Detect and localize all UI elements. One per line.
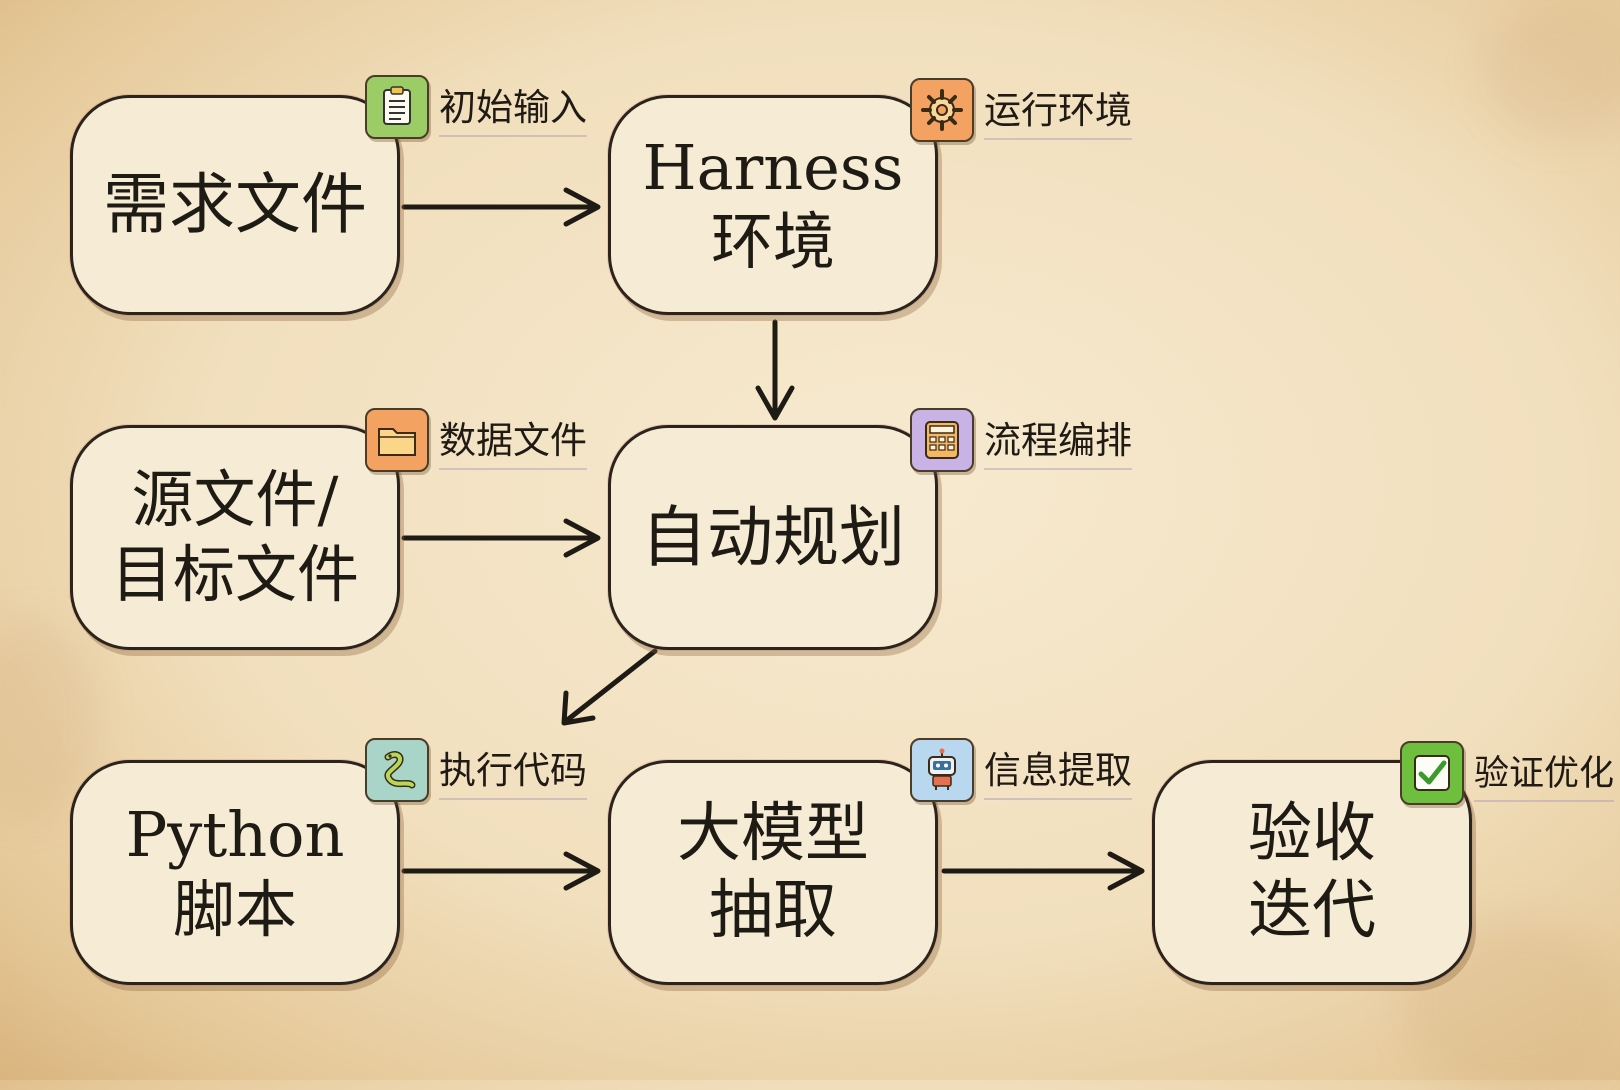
node-llm-extract: 大模型 抽取 — [608, 760, 938, 985]
arrow-python-to-llm — [401, 851, 601, 891]
tag-initial-input: 初始输入 — [365, 72, 587, 142]
paper-stain — [1480, 0, 1620, 140]
node-label: 需求文件 — [103, 166, 367, 244]
tag-execute-code: 执行代码 — [365, 735, 587, 805]
arrow-source-to-auto-plan — [401, 518, 601, 558]
gear-icon — [910, 78, 974, 142]
arrow-auto-plan-to-llm — [561, 648, 658, 726]
node-requirements: 需求文件 — [70, 95, 400, 315]
tag-label: 运行环境 — [984, 80, 1132, 140]
node-label: Python 脚本 — [125, 798, 345, 946]
checkmark-icon — [1400, 741, 1464, 805]
node-source-target: 源文件/ 目标文件 — [70, 425, 400, 650]
node-harness: Harness 环境 — [608, 95, 938, 315]
python-snake-icon — [365, 738, 429, 802]
node-label: 自动规划 — [641, 498, 905, 576]
tag-orchestration: 流程编排 — [910, 405, 1132, 475]
node-label: 大模型 抽取 — [677, 796, 869, 948]
tag-label: 信息提取 — [984, 740, 1132, 800]
arrow-harness-to-auto-plan — [755, 319, 795, 421]
tag-verify-optimize: 验证优化 — [1400, 738, 1615, 808]
clipboard-icon — [365, 75, 429, 139]
robot-icon — [910, 738, 974, 802]
folder-icon — [365, 408, 429, 472]
node-auto-plan: 自动规划 — [608, 425, 938, 650]
tag-label: 流程编排 — [984, 410, 1132, 470]
node-label: 源文件/ 目标文件 — [110, 463, 359, 611]
tag-label: 初始输入 — [439, 77, 587, 137]
calculator-icon — [910, 408, 974, 472]
node-label: 验收 迭代 — [1248, 796, 1376, 948]
tag-runtime-env: 运行环境 — [910, 75, 1132, 145]
tag-data-file: 数据文件 — [365, 405, 587, 475]
tag-info-extract: 信息提取 — [910, 735, 1132, 805]
tag-label: 执行代码 — [439, 740, 587, 800]
tag-label: 验证优化 — [1474, 745, 1615, 802]
tag-label: 数据文件 — [439, 410, 587, 470]
arrow-requirements-to-harness — [401, 187, 601, 227]
node-label: Harness 环境 — [642, 130, 904, 278]
node-python-script: Python 脚本 — [70, 760, 400, 985]
arrow-llm-to-verify — [941, 851, 1145, 891]
